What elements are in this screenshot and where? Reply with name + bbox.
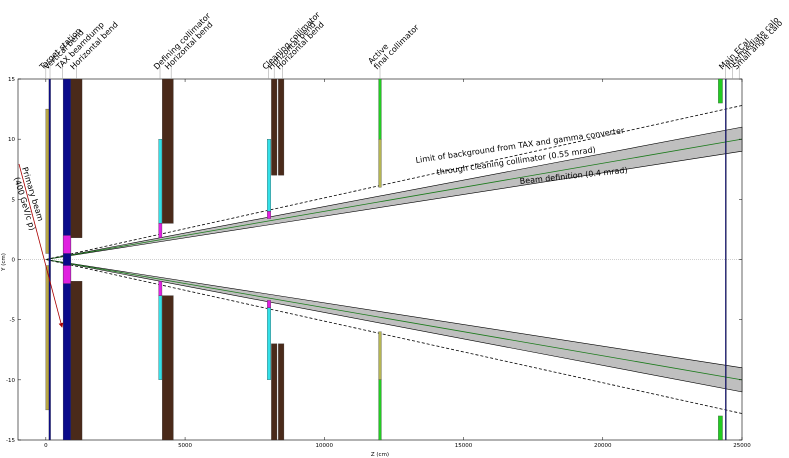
horizontal-bend-3-upper bbox=[271, 78, 278, 176]
horizontal-bend-3-lower bbox=[271, 343, 278, 441]
horizontal-bend-1-lower bbox=[70, 281, 83, 441]
x-tick-label: 10000 bbox=[316, 443, 334, 449]
target-olive-lower bbox=[45, 265, 50, 411]
x-tick-label: 25000 bbox=[733, 443, 751, 449]
y-tick-label: -15 bbox=[6, 438, 15, 444]
vertical-bend-line bbox=[48, 78, 51, 441]
component-label: Horizontal bend bbox=[266, 20, 317, 71]
defining-collimator-upper-edge bbox=[158, 223, 163, 238]
y-tick-label: 0 bbox=[12, 258, 16, 264]
x-axis-ticks: 0 5000 10000 15000 20000 25000 bbox=[44, 79, 751, 449]
tax-hole-upper bbox=[62, 235, 72, 254]
background-limit-upper bbox=[45, 105, 743, 260]
y-tick-label: -5 bbox=[10, 318, 16, 324]
active-collimator-lower-green bbox=[378, 379, 382, 441]
y-axis-ticks: -15 -10 -5 0 5 10 15 bbox=[6, 77, 742, 444]
y-tick-label: 15 bbox=[8, 77, 15, 83]
beam-envelope-upper bbox=[45, 126, 743, 260]
horizontal-bend-1-upper bbox=[70, 78, 83, 238]
y-tick-label: 5 bbox=[12, 197, 16, 203]
main-ecal bbox=[725, 78, 727, 441]
primary-beam-arrow bbox=[18, 163, 64, 328]
cleaning-collimator-lower bbox=[267, 307, 271, 380]
x-tick-label: 0 bbox=[44, 443, 48, 449]
background-limit-lower bbox=[45, 259, 743, 414]
beam-envelope-lower bbox=[45, 259, 743, 393]
component-label: Defining collimator bbox=[152, 11, 213, 72]
horizontal-bend-4-lower bbox=[278, 343, 285, 441]
cleaning-collimator-lower-edge bbox=[267, 300, 271, 308]
tax-hole-lower bbox=[62, 265, 72, 284]
horizontal-bend-2-upper bbox=[162, 78, 174, 224]
y-tick-label: -10 bbox=[6, 378, 15, 384]
x-axis-label: Z (cm) bbox=[371, 452, 389, 458]
x-tick-label: 5000 bbox=[178, 443, 192, 449]
defining-collimator-lower-edge bbox=[158, 281, 163, 296]
active-collimator-lower-olive bbox=[378, 331, 382, 380]
y-axis-label: Y (cm) bbox=[1, 253, 7, 272]
cleaning-collimator-upper-edge bbox=[267, 211, 271, 219]
active-collimator-upper-olive bbox=[378, 139, 382, 188]
intermediate-calo-lower bbox=[718, 415, 723, 441]
beamline-elements bbox=[45, 78, 727, 441]
active-collimator-upper-green bbox=[378, 78, 382, 140]
tax-beamdump bbox=[62, 78, 72, 441]
x-tick-label: 15000 bbox=[455, 443, 473, 449]
beam-centerline-upper bbox=[45, 138, 743, 260]
horizontal-bend-4-upper bbox=[278, 78, 285, 176]
y-tick-label: 10 bbox=[8, 137, 15, 143]
x-tick-label: 20000 bbox=[594, 443, 612, 449]
defining-collimator-upper bbox=[158, 139, 163, 224]
intermediate-calo-upper bbox=[718, 78, 723, 104]
defining-collimator-lower bbox=[158, 295, 163, 380]
cleaning-collimator-upper bbox=[267, 139, 271, 212]
beam-centerline-lower bbox=[45, 259, 743, 381]
target-olive-upper bbox=[45, 108, 50, 254]
horizontal-bend-2-lower bbox=[162, 295, 174, 441]
